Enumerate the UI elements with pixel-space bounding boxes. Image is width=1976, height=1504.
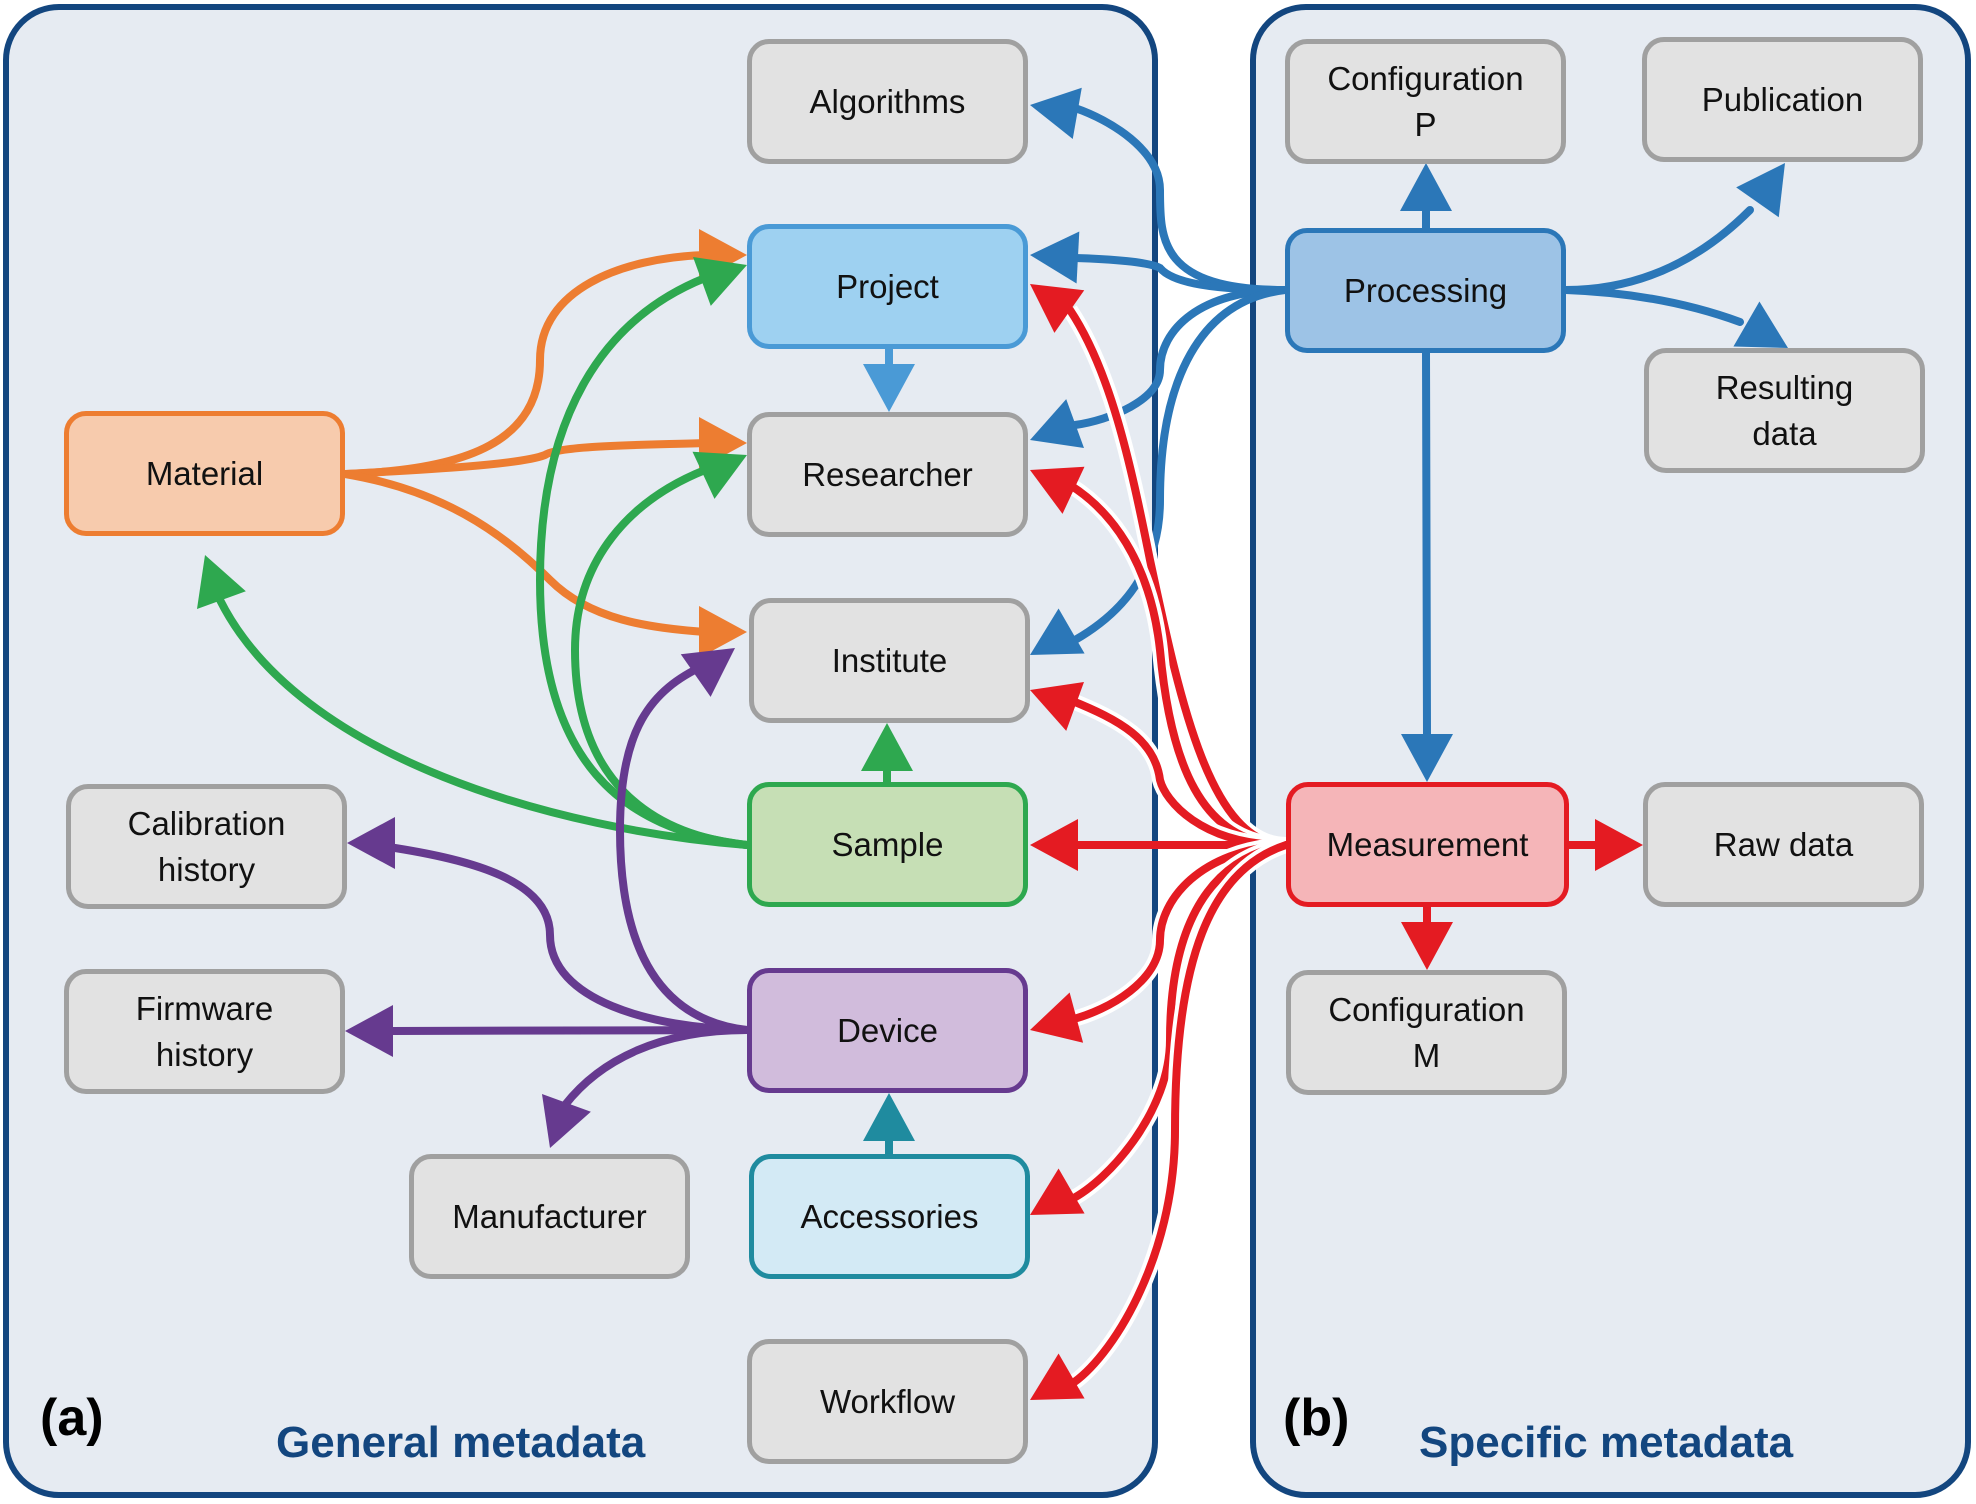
node-calibration-history: Calibration history	[66, 784, 347, 909]
edge-processing-to-algorithms-arrowhead	[1030, 87, 1082, 139]
node-algorithms: Algorithms	[747, 39, 1028, 164]
node-configuration-m: Configuration M	[1286, 970, 1567, 1095]
edge-measurement-to-sample-arrowhead	[1030, 819, 1078, 871]
edge-measurement-to-workflow-arrowhead	[1030, 1353, 1085, 1400]
edge-processing-to-publication	[1562, 206, 1754, 294]
edge-processing-to-institute	[1071, 286, 1289, 644]
panel-a-title: General metadata	[276, 1418, 646, 1467]
node-project: Project	[747, 224, 1028, 349]
edge-device-to-firmware-history-arrowhead	[345, 1005, 393, 1057]
node-accessories: Accessories	[749, 1154, 1030, 1279]
node-resulting-data: Resulting data	[1644, 348, 1925, 473]
edge-sample-to-institute-arrowhead	[861, 723, 913, 771]
edge-processing-to-resulting-data-arrowhead	[1733, 301, 1788, 348]
edge-measurement-to-project	[1066, 306, 1290, 849]
edge-device-to-manufacturer-arrowhead	[541, 1094, 591, 1148]
panel-b-letter: (b)	[1283, 1389, 1350, 1447]
edge-measurement-to-configuration-m-arrowhead	[1401, 922, 1453, 970]
node-institute: Institute	[749, 598, 1030, 723]
node-measurement: Measurement	[1286, 782, 1569, 907]
node-material: Material	[64, 411, 345, 536]
node-raw-data: Raw data	[1643, 782, 1924, 907]
edge-processing-to-configuration-p-arrowhead	[1400, 163, 1452, 211]
edge-sample-to-project	[535, 274, 751, 849]
edge-accessories-to-device-arrowhead	[863, 1093, 915, 1141]
edge-processing-to-institute-arrowhead	[1030, 608, 1085, 655]
edge-processing-to-measurement-arrowhead	[1401, 734, 1453, 782]
edge-device-to-firmware-history	[389, 1026, 751, 1035]
edge-measurement-to-accessories-arrowhead	[1030, 1168, 1085, 1215]
edge-measurement-to-raw-data-arrowhead	[1595, 819, 1643, 871]
edge-measurement-to-device-arrowhead	[1030, 992, 1084, 1043]
edge-processing-to-project	[1071, 254, 1289, 294]
edge-device-to-calibration-history	[391, 844, 751, 1034]
node-publication: Publication	[1642, 37, 1923, 162]
edge-material-to-project	[341, 251, 709, 478]
edge-processing-to-researcher-arrowhead	[1030, 399, 1084, 449]
node-researcher: Researcher	[747, 412, 1028, 537]
edge-measurement-to-researcher	[1066, 481, 1290, 849]
edge-sample-to-material	[216, 596, 751, 849]
node-device: Device	[747, 968, 1028, 1093]
edge-processing-to-publication-arrowhead	[1736, 163, 1785, 218]
edge-measurement-to-project-arrowhead	[1030, 284, 1085, 333]
node-workflow: Workflow	[747, 1339, 1028, 1464]
edge-device-to-manufacturer	[561, 1026, 751, 1109]
edge-measurement-to-researcher-arrowhead	[1030, 466, 1085, 514]
edge-sample-to-material-arrowhead	[196, 555, 246, 609]
edge-processing-to-measurement	[1422, 349, 1431, 739]
edge-material-to-institute-arrowhead	[699, 606, 747, 658]
panel-a-letter: (a)	[40, 1389, 104, 1447]
edge-sample-to-project-arrowhead	[693, 256, 747, 306]
edge-measurement-to-institute	[1066, 696, 1290, 849]
edge-material-to-institute	[341, 470, 709, 636]
edge-processing-to-project-arrowhead	[1030, 231, 1080, 284]
edge-measurement-to-workflow	[1066, 841, 1290, 1389]
edge-device-to-institute-arrowhead	[680, 648, 735, 697]
edge-device-to-institute	[615, 661, 751, 1034]
node-sample: Sample	[747, 782, 1028, 907]
edge-material-to-researcher	[341, 439, 709, 478]
node-manufacturer: Manufacturer	[409, 1154, 690, 1279]
edge-processing-to-algorithms	[1071, 104, 1289, 294]
edge-processing-to-resulting-data	[1562, 286, 1744, 326]
node-firmware-history: Firmware history	[64, 969, 345, 1094]
node-configuration-p: Configuration P	[1285, 39, 1566, 164]
node-processing: Processing	[1285, 228, 1566, 353]
edge-project-to-researcher-arrowhead	[863, 364, 915, 412]
edge-measurement-to-accessories	[1066, 841, 1290, 1204]
edge-sample-to-researcher	[570, 466, 751, 849]
edge-sample-to-researcher-arrowhead	[692, 451, 747, 499]
panel-b-title: Specific metadata	[1419, 1418, 1794, 1467]
edge-measurement-to-institute-arrowhead	[1030, 681, 1084, 731]
edge-device-to-calibration-history-arrowhead	[347, 817, 395, 869]
edge-measurement-to-device	[1066, 841, 1290, 1024]
